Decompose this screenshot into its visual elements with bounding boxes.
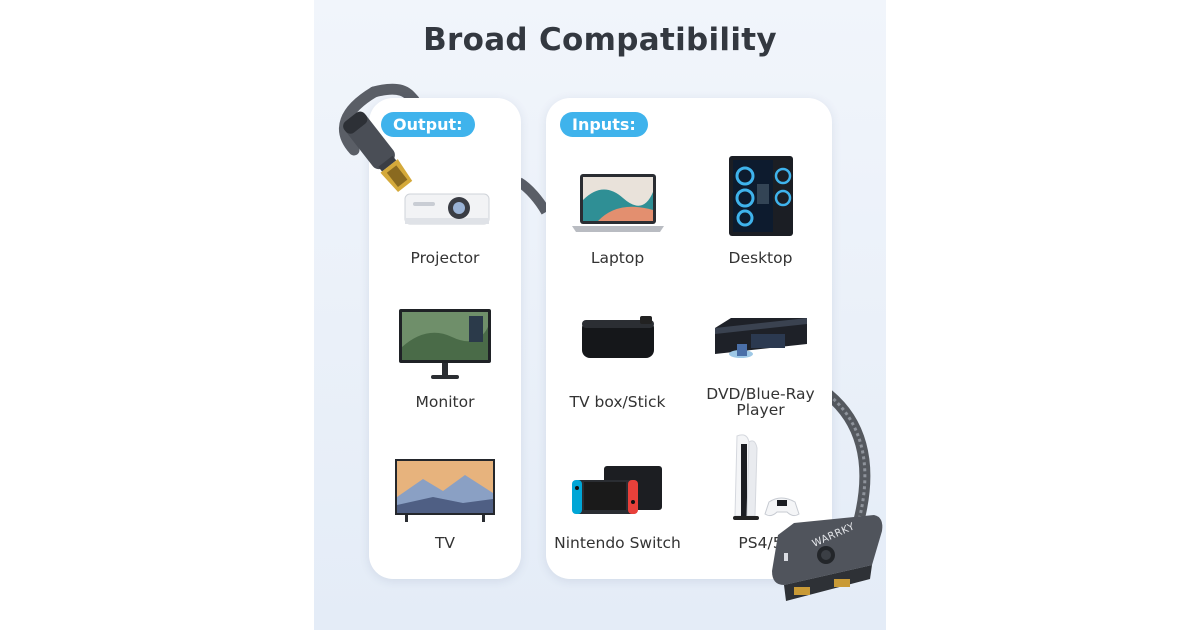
device-label: Desktop xyxy=(728,249,793,267)
monitor-icon xyxy=(399,309,491,379)
bluray-player-icon xyxy=(715,318,807,358)
tv-icon xyxy=(395,459,495,522)
device-label: TV xyxy=(434,534,456,552)
device-label: PS4/5 xyxy=(738,534,783,552)
device-label: Laptop xyxy=(590,249,645,267)
nintendo-switch-icon xyxy=(572,466,662,514)
page-title: Broad Compatibility xyxy=(423,22,777,58)
device-label: Monitor xyxy=(415,393,475,411)
device-label: Nintendo Switch xyxy=(554,534,681,552)
inputs-card: Inputs: Laptop D xyxy=(546,98,832,579)
output-badge: Output: xyxy=(381,112,475,137)
ps5-icon xyxy=(733,434,800,520)
tv-box-icon xyxy=(582,316,654,358)
device-label: TV box/Stick xyxy=(569,393,666,411)
laptop-icon xyxy=(572,174,664,232)
projector-icon xyxy=(404,193,490,225)
output-card: Output: Projector Monitor xyxy=(369,98,521,579)
device-label: Projector xyxy=(410,249,480,267)
device-label: DVD/Blue-Ray Player xyxy=(706,385,815,419)
desktop-pc-icon xyxy=(729,156,793,236)
inputs-badge: Inputs: xyxy=(560,112,648,137)
product-panel: Broad Compatibility Output: Projector xyxy=(314,0,886,630)
